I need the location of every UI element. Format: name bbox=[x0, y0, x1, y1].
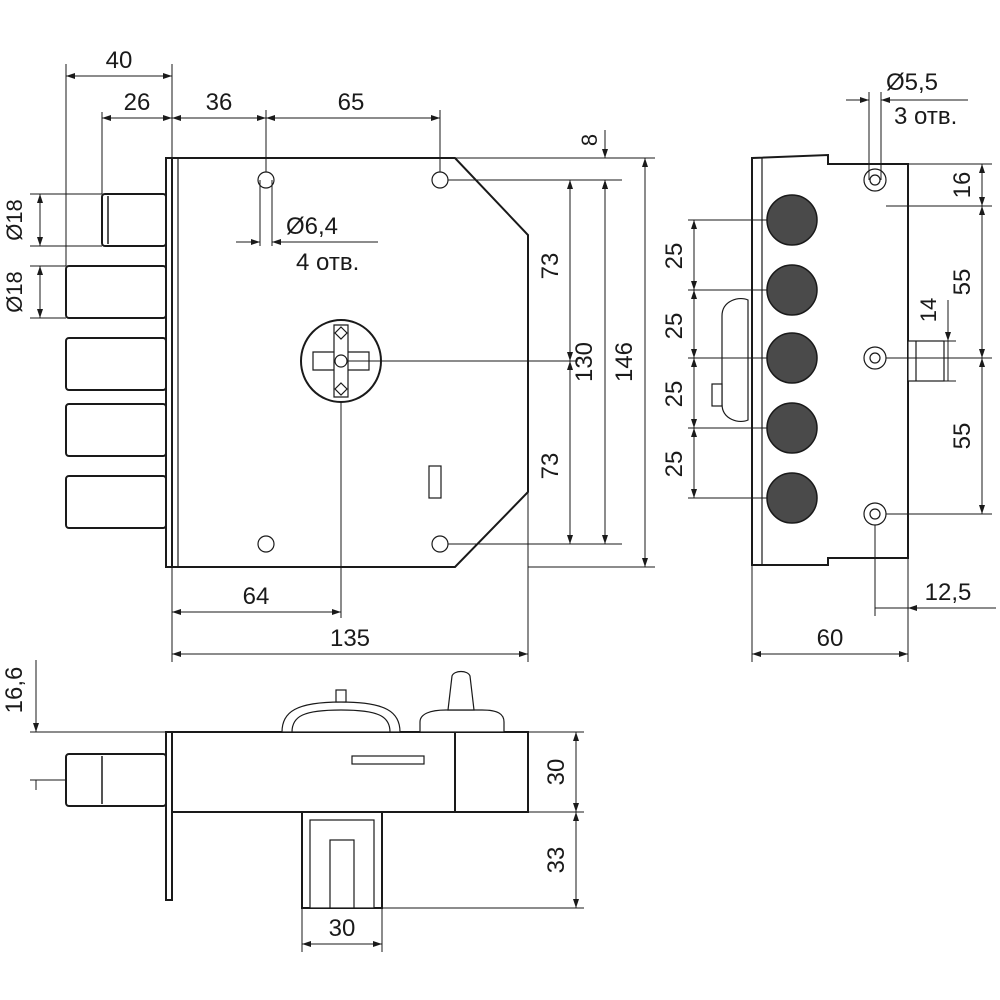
top-bolt bbox=[65, 753, 167, 807]
top-rosette bbox=[281, 689, 401, 733]
dim-146-label: 146 bbox=[611, 342, 638, 382]
keyhole bbox=[300, 319, 382, 403]
dim-135-label: 135 bbox=[330, 625, 370, 652]
side-cylinder-profile bbox=[721, 297, 749, 423]
hole-d64-label: Ø6,4 bbox=[286, 213, 338, 240]
bolt-end bbox=[766, 194, 818, 246]
front-bolts bbox=[65, 193, 167, 529]
dim-12-5-label: 12,5 bbox=[925, 579, 972, 606]
hole-d55-label: Ø5,5 bbox=[886, 69, 938, 96]
bolt-end bbox=[766, 402, 818, 454]
dim-73-bottom-label: 73 bbox=[537, 453, 564, 480]
top-thumb-turn bbox=[419, 670, 505, 733]
dim-65-label: 65 bbox=[338, 89, 365, 116]
mounting-hole bbox=[431, 535, 449, 553]
hole-d64-count: 4 отв. bbox=[296, 249, 359, 276]
mounting-hole bbox=[431, 171, 449, 189]
side-view bbox=[711, 153, 945, 566]
top-housing bbox=[171, 731, 529, 813]
side-dimensions: Ø5,5 3 отв. 16 55 55 14 25 25 25 25 bbox=[661, 69, 996, 662]
top-view bbox=[65, 670, 529, 909]
bolt bbox=[65, 475, 167, 529]
bolt-end bbox=[766, 264, 818, 316]
dim-130-label: 130 bbox=[571, 342, 598, 382]
dim-26-label: 26 bbox=[124, 89, 151, 116]
front-dimensions: 40 26 36 65 8 Ø18 Ø18 Ø6,4 4 отв. bbox=[2, 47, 655, 662]
top-bracket bbox=[301, 811, 383, 909]
latch-slot bbox=[428, 465, 442, 499]
dim-25-1-label: 25 bbox=[661, 243, 688, 270]
bolt bbox=[65, 403, 167, 457]
bolt bbox=[101, 193, 167, 247]
dim-25-3-label: 25 bbox=[661, 381, 688, 408]
dim-55-bottom-label: 55 bbox=[949, 423, 976, 450]
dim-14-label: 14 bbox=[916, 298, 941, 322]
dim-d18-a-label: Ø18 bbox=[2, 199, 27, 241]
dim-30-width-label: 30 bbox=[329, 915, 356, 942]
dim-16-6-label: 16,6 bbox=[1, 667, 28, 714]
dim-60-label: 60 bbox=[817, 625, 844, 652]
bolt bbox=[65, 337, 167, 391]
dim-33-label: 33 bbox=[543, 847, 570, 874]
top-dimensions: 16,6 30 33 30 bbox=[1, 660, 584, 952]
side-bolt-ends bbox=[766, 194, 818, 524]
bolt-end bbox=[766, 472, 818, 524]
dim-16-label: 16 bbox=[949, 172, 976, 199]
mounting-hole bbox=[257, 535, 275, 553]
dim-30-height-label: 30 bbox=[543, 759, 570, 786]
dim-64-label: 64 bbox=[243, 583, 270, 610]
dim-25-4-label: 25 bbox=[661, 451, 688, 478]
hole-d55-count: 3 отв. bbox=[894, 103, 957, 130]
dim-d18-b-label: Ø18 bbox=[2, 271, 27, 313]
front-view bbox=[65, 157, 529, 568]
dim-40-label: 40 bbox=[106, 47, 133, 74]
bolt bbox=[65, 265, 167, 319]
dim-8-label: 8 bbox=[577, 134, 602, 146]
bolt-end bbox=[766, 332, 818, 384]
dim-73-top-label: 73 bbox=[537, 253, 564, 280]
dim-55-top-label: 55 bbox=[949, 269, 976, 296]
dim-25-2-label: 25 bbox=[661, 313, 688, 340]
side-latch bbox=[907, 340, 945, 382]
dim-36-label: 36 bbox=[206, 89, 233, 116]
